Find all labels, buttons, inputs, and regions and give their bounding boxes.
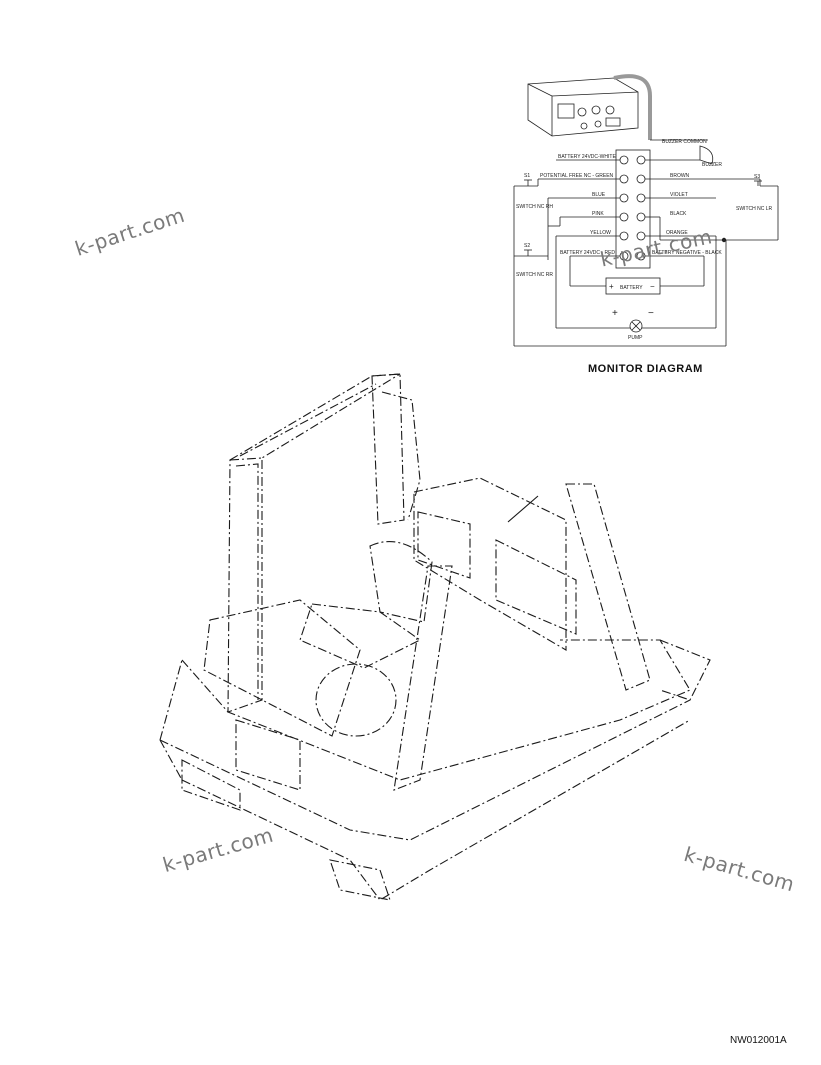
label-battery-negative: BATTERY NEGATIVE - BLACK	[652, 250, 722, 256]
pump-symbol	[629, 319, 643, 333]
cab-frame-illustration	[159, 373, 711, 901]
battery-symbol	[605, 277, 661, 295]
buzzer-symbol	[699, 145, 714, 165]
monitor-diagram	[513, 74, 779, 347]
monitor-unit-illustration	[527, 74, 708, 141]
switch-s3-symbol	[754, 180, 762, 186]
pump-plus: +	[612, 308, 618, 319]
label-blue: BLUE	[592, 192, 606, 198]
battery-label: BATTERY	[620, 285, 643, 291]
wiring-right	[645, 159, 779, 328]
diagram-title: MONITOR DIAGRAM	[588, 363, 703, 375]
switch-s2-name: SWITCH NC RR	[516, 272, 553, 278]
monitor-diagram-labels: BATTERY 24VDC-WHITE POTENTIAL FREE NC - …	[516, 139, 773, 341]
battery-plus: +	[609, 282, 614, 291]
terminal-block	[615, 149, 651, 269]
label-pink: PINK	[592, 211, 604, 217]
label-battery-red: BATTERY 24VDC - RED	[560, 250, 615, 256]
label-buzzer: BUZZER	[702, 162, 722, 168]
label-black: BLACK	[670, 211, 687, 217]
label-potential-green: POTENTIAL FREE NC - GREEN	[540, 173, 614, 179]
figure-code: NW012001A	[730, 1035, 787, 1046]
switch-s1-name: SWITCH NC RH	[516, 204, 553, 210]
label-brown: BROWN	[670, 173, 690, 179]
switch-s2-symbol	[514, 249, 548, 257]
switch-s3-tag: S3	[754, 174, 760, 180]
switch-s3-name: SWITCH NC LR	[736, 206, 773, 212]
switch-s2-tag: S2	[524, 243, 530, 249]
switch-s1-symbol	[524, 179, 532, 186]
label-violet: VIOLET	[670, 192, 688, 198]
label-battery-white: BATTERY 24VDC-WHITE	[558, 154, 616, 160]
battery-minus: −	[650, 282, 655, 291]
pump-minus: −	[648, 308, 654, 319]
label-yellow: YELLOW	[590, 230, 611, 236]
label-orange: ORANGE	[666, 230, 688, 236]
switch-s1-tag: S1	[524, 173, 530, 179]
pump-label: PUMP	[628, 335, 643, 341]
label-buzzer-common: BUZZER COMMON	[662, 139, 707, 145]
